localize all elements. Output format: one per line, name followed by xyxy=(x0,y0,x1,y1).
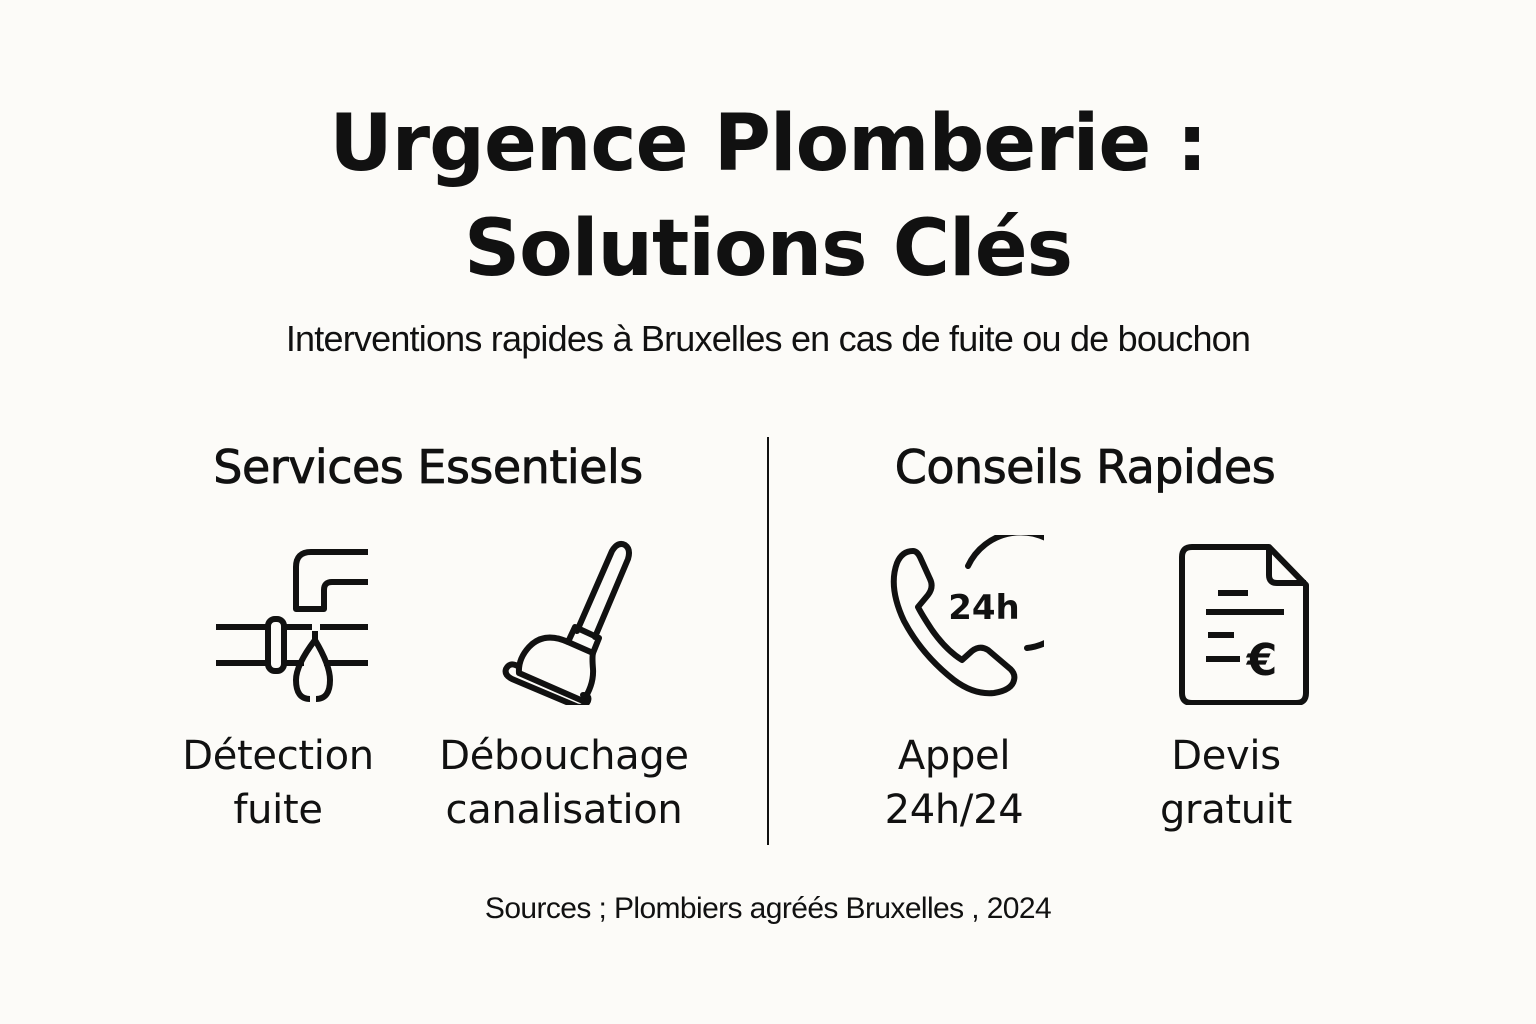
tip-label-call-24h: Appel 24h/24 xyxy=(884,733,1024,833)
phone-24h-icon: 24h xyxy=(890,535,1044,697)
section-title-conseils: Conseils Rapides xyxy=(894,440,1276,495)
title-line-2: Solutions Clés xyxy=(463,204,1073,294)
service-item-leak-detection: Détection fuite xyxy=(168,535,388,837)
pipe-leak-icon xyxy=(216,549,368,702)
page-title: Urgence Plomberie : Solutions Clés xyxy=(0,92,1536,302)
subtitle: Interventions rapides à Bruxelles en cas… xyxy=(285,318,1251,359)
euro-sign: € xyxy=(1246,635,1278,686)
section-title-services: Services Essentiels xyxy=(213,440,644,495)
source-footnote: Sources ; Plombiers agréés Bruxelles , 2… xyxy=(484,892,1052,925)
section-divider xyxy=(767,437,769,845)
invoice-euro-icon: € xyxy=(1179,544,1309,705)
plunger-icon xyxy=(502,540,632,705)
service-label-unclogging: Débouchage canalisation xyxy=(439,733,689,833)
24h-text: 24h xyxy=(948,588,1020,628)
tip-label-free-quote: Devis gratuit xyxy=(1159,733,1293,833)
tip-item-free-quote: € Devis gratuit xyxy=(1116,535,1336,837)
title-line-1: Urgence Plomberie : xyxy=(329,99,1207,189)
tip-item-call-24h: 24h Appel 24h/24 xyxy=(844,535,1064,837)
service-label-leak-detection: Détection fuite xyxy=(182,733,374,833)
service-item-unclogging: Débouchage canalisation xyxy=(424,535,704,837)
